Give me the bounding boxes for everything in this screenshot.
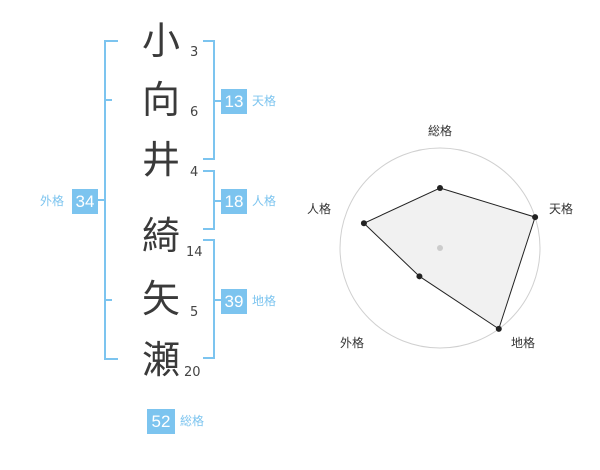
name-char-1: 小: [141, 19, 180, 63]
stroke-count-3: 4: [190, 165, 199, 180]
name-char-5: 矢: [141, 277, 180, 321]
jinkaku-label: 人格: [252, 194, 277, 208]
stroke-count-2: 6: [190, 105, 199, 120]
radar-label-jinkaku: 人格: [307, 202, 332, 216]
radar-center-dot: [437, 245, 443, 251]
radar-point: [495, 325, 502, 332]
radar-point: [416, 273, 423, 280]
stroke-count-1: 3: [190, 45, 199, 60]
radar-point: [360, 220, 367, 227]
soukaku-label: 総格: [180, 414, 205, 428]
tenkaku-label: 天格: [252, 94, 277, 108]
stroke-count-6: 20: [184, 365, 201, 380]
chikaku-label: 地格: [252, 294, 277, 308]
radar-polygon: [363, 187, 536, 330]
radar-point: [437, 185, 443, 191]
name-char-2: 向: [141, 78, 180, 122]
radar-label-chikaku: 地格: [511, 336, 536, 350]
radar-label-tenkaku: 天格: [549, 202, 574, 216]
soukaku-badge: 52: [147, 409, 175, 434]
radar-label-gaikaku: 外格: [340, 336, 365, 350]
stroke-count-4: 14: [186, 245, 203, 260]
radar-label-soukaku: 総格: [428, 124, 453, 138]
chikaku-badge: 39: [221, 289, 247, 314]
name-char-4: 綺: [141, 214, 180, 258]
tenkaku-badge: 13: [221, 89, 247, 114]
jinkaku-badge: 18: [221, 189, 247, 214]
gaikaku-label: 外格: [40, 194, 65, 208]
stroke-count-5: 5: [190, 305, 199, 320]
name-char-3: 井: [141, 138, 180, 182]
radar-point: [532, 214, 539, 221]
name-char-6: 瀬: [141, 338, 180, 382]
gaikaku-badge: 34: [72, 189, 98, 214]
